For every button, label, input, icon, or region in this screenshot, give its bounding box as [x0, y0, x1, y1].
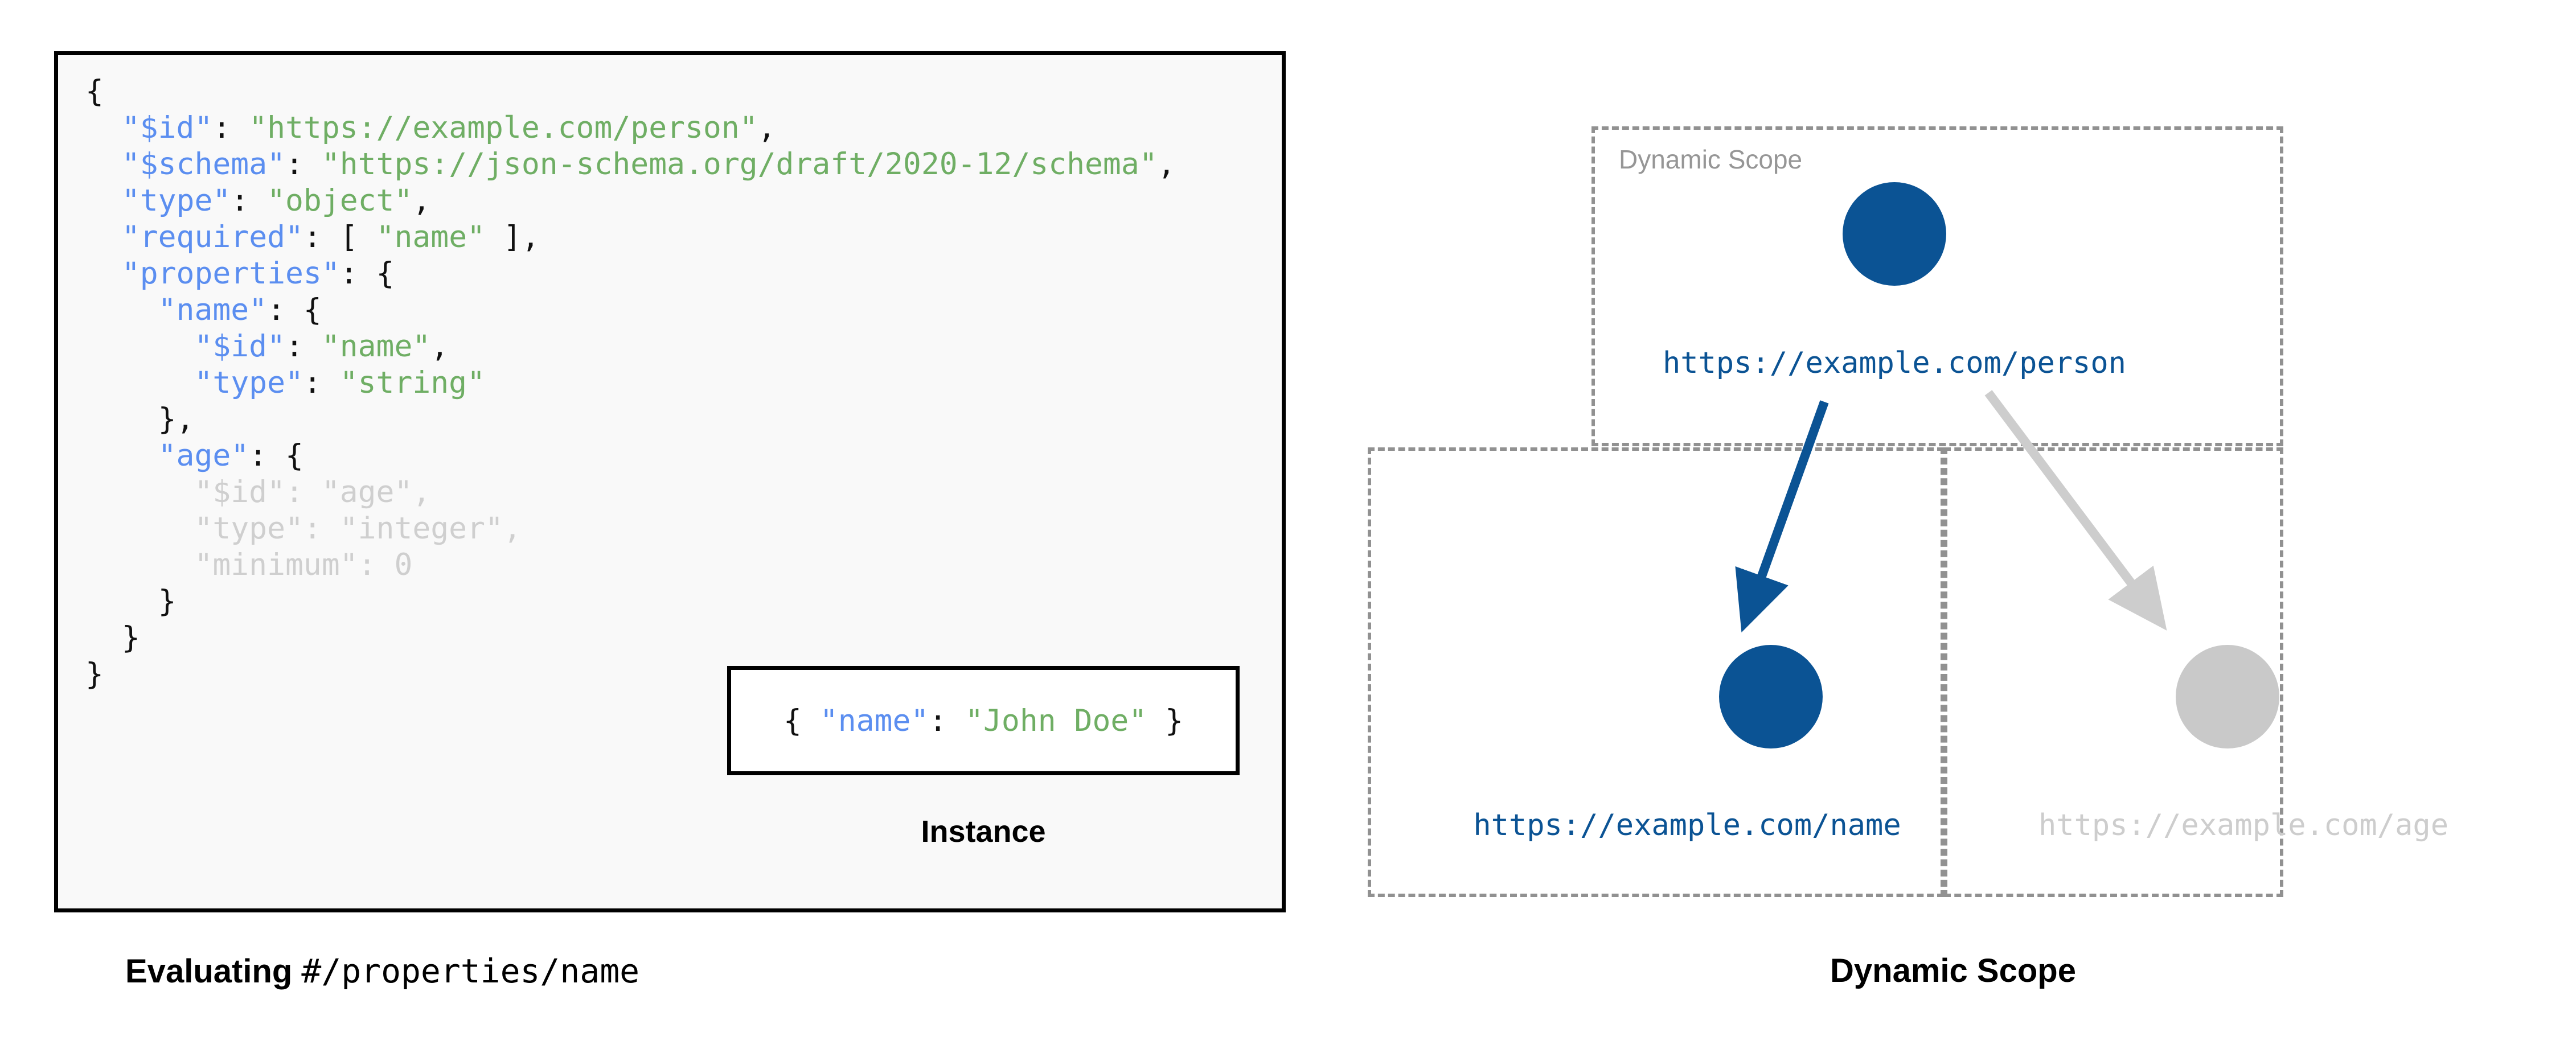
code-token: }	[158, 584, 177, 619]
code-token: "type"	[194, 511, 303, 546]
code-token: "John Doe"	[965, 703, 1147, 738]
code-token: "https://example.com/person"	[249, 110, 758, 145]
code-line: "$id": "name",	[85, 328, 1176, 365]
right-caption: Dynamic Scope	[1830, 952, 2076, 989]
left-caption: Evaluating #/properties/name	[125, 952, 639, 990]
schema-code-card: { "$id": "https://example.com/person", "…	[54, 51, 1286, 912]
left-caption-pointer: #/properties/name	[301, 952, 640, 990]
code-line: "$schema": "https://json-schema.org/draf…	[85, 146, 1176, 183]
code-token: "type"	[121, 183, 231, 218]
code-token: },	[158, 402, 195, 437]
scope-box-label: Dynamic Scope	[1619, 145, 1803, 174]
scope-box-age	[1944, 447, 2283, 897]
code-token: :	[303, 511, 340, 546]
code-token: "name"	[376, 220, 486, 254]
node-label-age: https://example.com/age	[2038, 808, 2449, 842]
code-token: :	[929, 703, 966, 738]
scope-box-person	[1591, 126, 2283, 446]
code-token: "string"	[339, 365, 486, 400]
node-circle-person	[1843, 182, 1946, 286]
code-line: "type": "object",	[85, 183, 1176, 219]
code-line: {	[85, 73, 1176, 110]
code-token: ,	[503, 511, 522, 546]
code-token: "$schema"	[121, 147, 286, 182]
code-token: "$id"	[194, 329, 285, 364]
code-token: "name"	[819, 703, 929, 738]
arrow-person-to-age	[1984, 390, 2167, 631]
node-circle-name	[1719, 645, 1823, 748]
code-token: "properties"	[121, 256, 340, 291]
code-token: ,	[412, 475, 431, 509]
arrow-person-to-name	[1735, 400, 1829, 633]
code-token: "minimum"	[194, 548, 358, 582]
code-line: }	[85, 620, 1176, 656]
code-token: }	[85, 657, 104, 692]
node-label-name: https://example.com/name	[1473, 808, 1901, 842]
code-token: "name"	[158, 293, 268, 327]
instance-code-box: { "name": "John Doe" }	[727, 666, 1240, 775]
node-circle-age	[2176, 645, 2279, 748]
code-token: "name"	[321, 329, 431, 364]
code-token: }	[1147, 703, 1184, 738]
code-line: "name": {	[85, 292, 1176, 328]
code-token: :	[212, 110, 249, 145]
code-line: }	[85, 583, 1176, 620]
code-token: "$id"	[121, 110, 213, 145]
code-token: }	[121, 620, 140, 655]
code-token: : {	[339, 256, 395, 291]
code-token: :	[231, 183, 268, 218]
code-token: {	[85, 74, 104, 109]
node-label-person: https://example.com/person	[1663, 346, 2126, 380]
code-token: ],	[485, 220, 540, 254]
code-line: "minimum": 0	[85, 547, 1176, 583]
code-token: "required"	[121, 220, 303, 254]
code-token: "object"	[267, 183, 413, 218]
code-token: :	[285, 329, 322, 364]
code-token: ,	[1157, 147, 1176, 182]
code-token: ,	[430, 329, 449, 364]
code-token: "$id"	[194, 475, 285, 509]
code-line: "$id": "age",	[85, 474, 1176, 511]
code-token: : [	[303, 220, 376, 254]
code-token: : 0	[358, 548, 413, 582]
code-line: "required": [ "name" ],	[85, 219, 1176, 256]
code-token: :	[285, 147, 322, 182]
schema-code-text: { "$id": "https://example.com/person", "…	[85, 73, 1176, 693]
code-token: "age"	[158, 438, 249, 473]
instance-code-text: { "name": "John Doe" }	[784, 704, 1183, 738]
code-token: "age"	[321, 475, 413, 509]
code-token: :	[303, 365, 340, 400]
code-token: ,	[757, 110, 776, 145]
code-token: "type"	[194, 365, 303, 400]
code-line: },	[85, 401, 1176, 438]
code-token: :	[285, 475, 322, 509]
code-line: "type": "string"	[85, 365, 1176, 401]
code-token: "integer"	[339, 511, 503, 546]
code-line: }	[85, 656, 1176, 693]
code-token: ,	[412, 183, 431, 218]
code-token: : {	[267, 293, 322, 327]
instance-label: Instance	[921, 815, 1046, 849]
left-caption-bold: Evaluating	[125, 953, 302, 990]
code-line: "properties": {	[85, 256, 1176, 292]
code-line: "$id": "https://example.com/person",	[85, 110, 1176, 146]
code-token: {	[783, 703, 820, 738]
code-line: "type": "integer",	[85, 511, 1176, 547]
code-line: "age": {	[85, 438, 1176, 474]
code-token: : {	[249, 438, 303, 473]
code-token: "https://json-schema.org/draft/2020-12/s…	[321, 147, 1158, 182]
scope-box-name	[1368, 447, 1944, 897]
